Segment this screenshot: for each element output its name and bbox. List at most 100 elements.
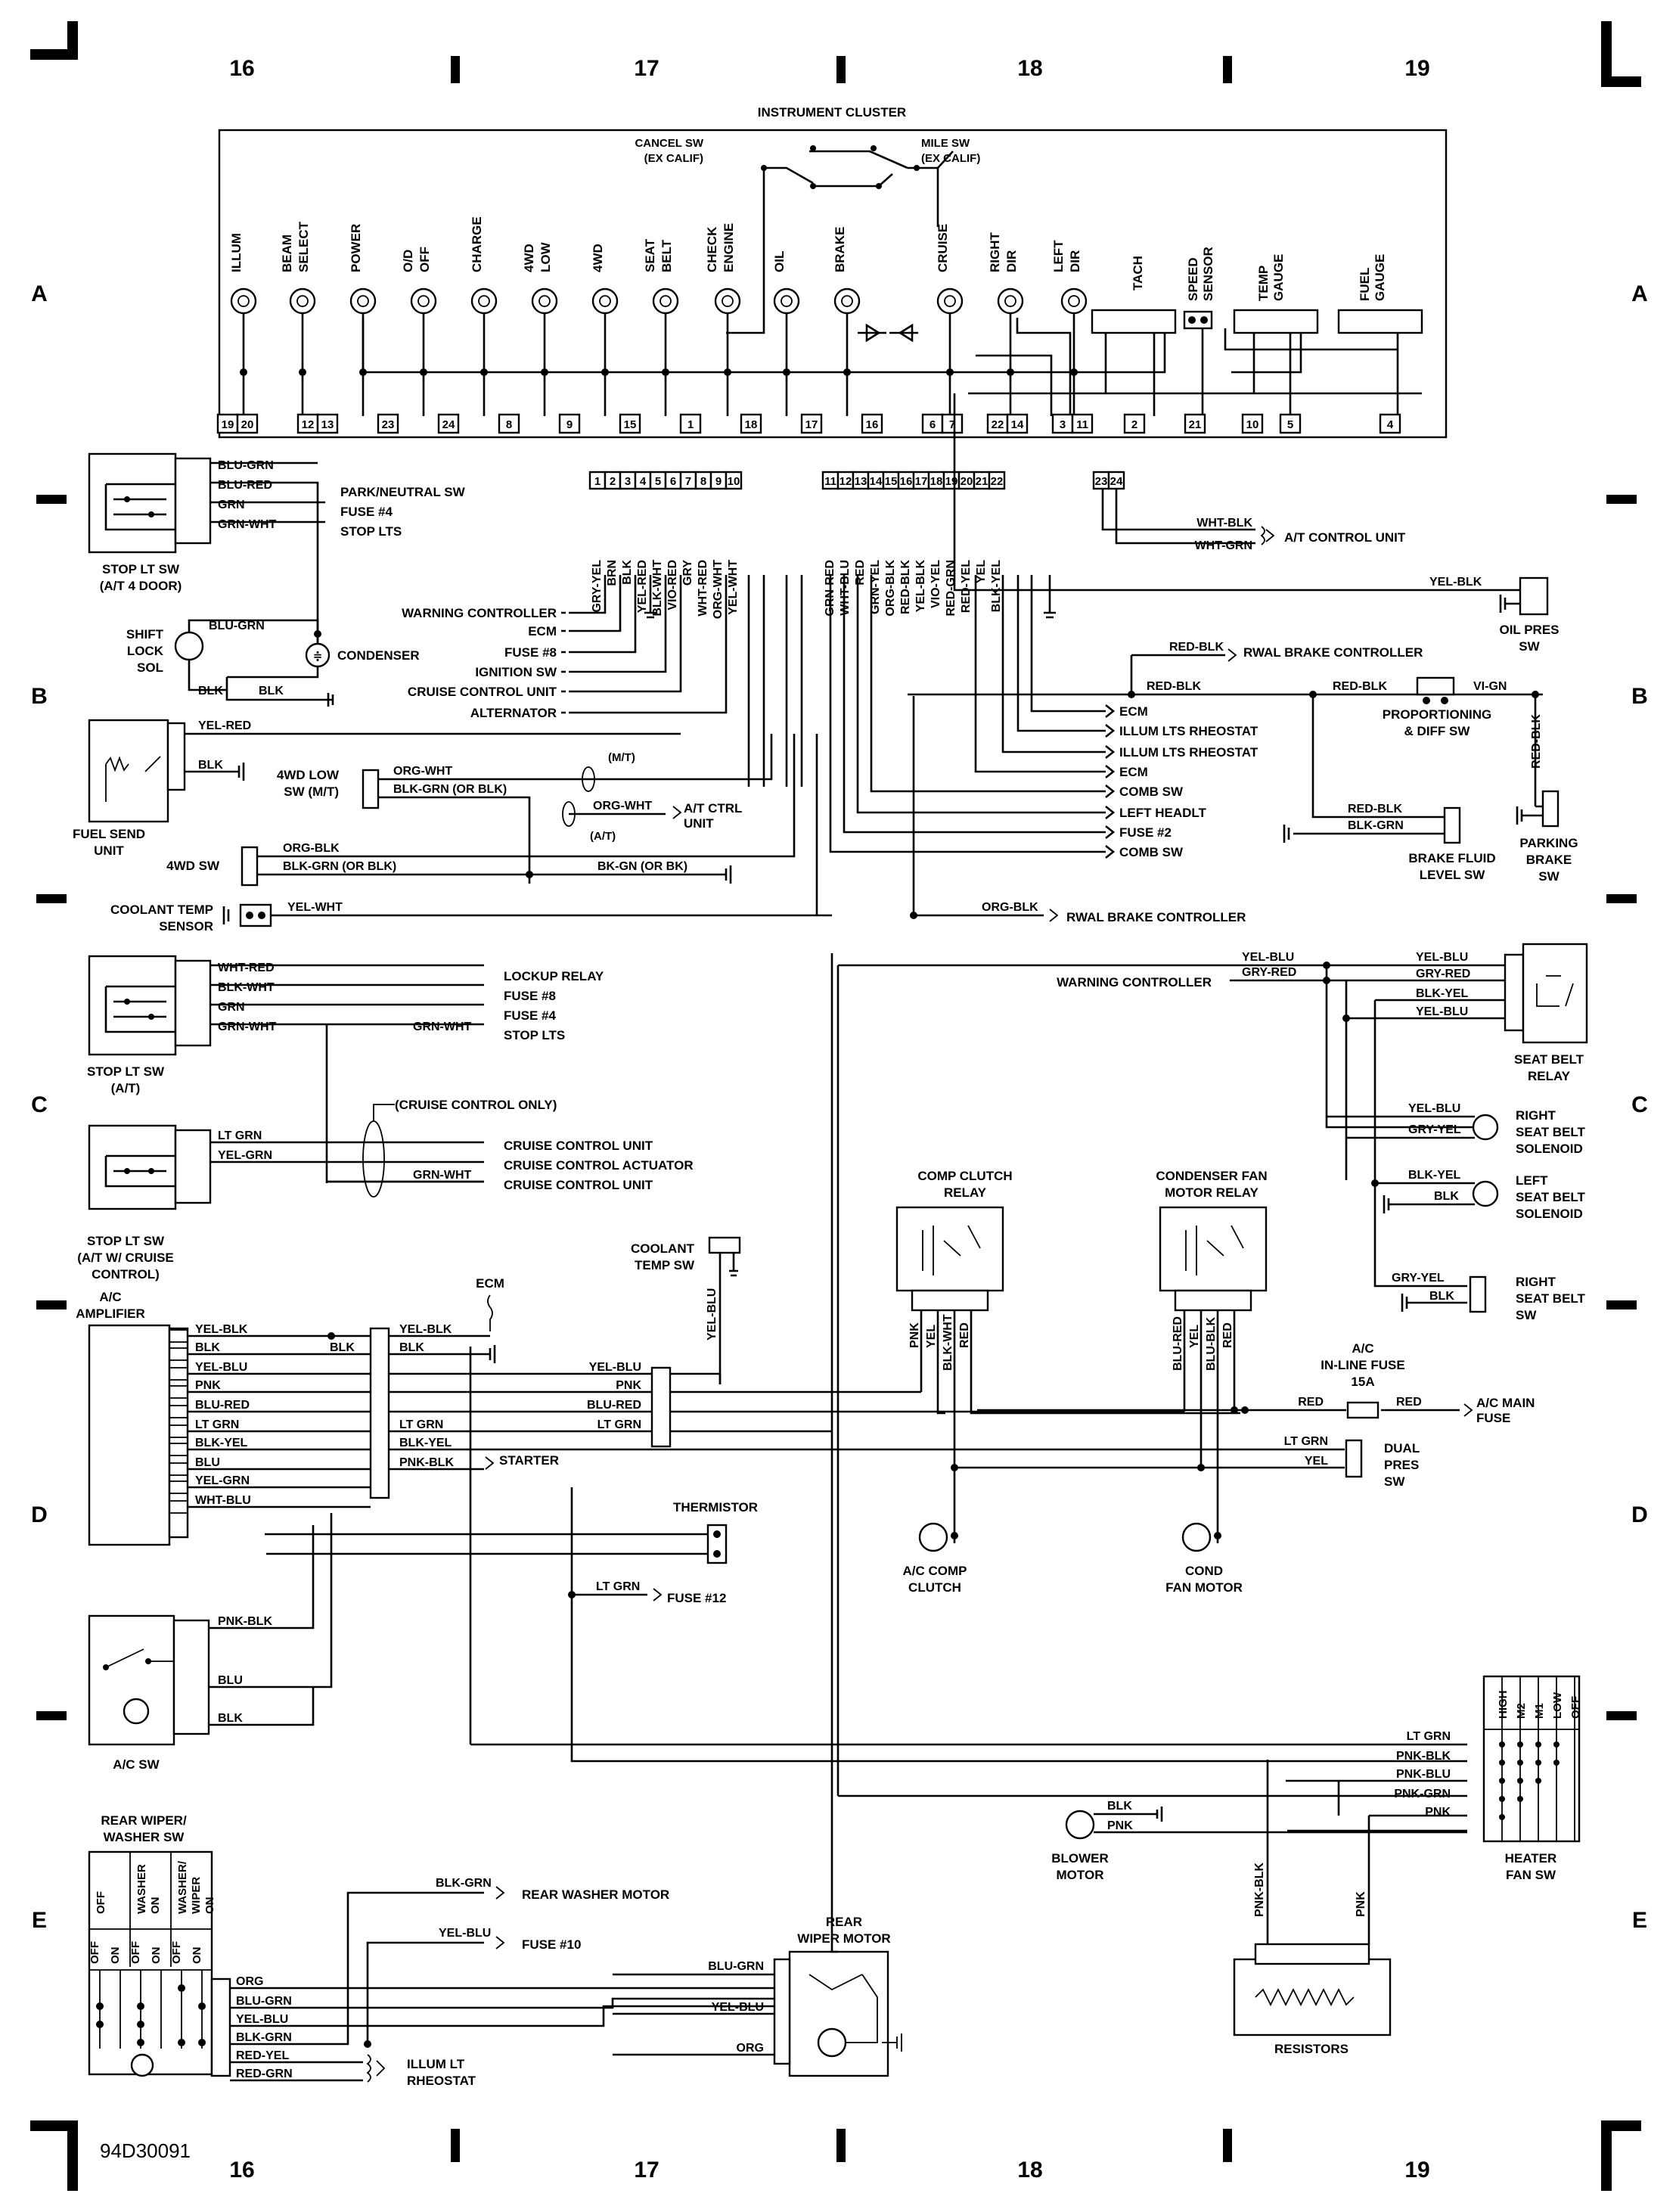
heater-contact	[1499, 1796, 1505, 1802]
stop-lt-sw-title: STOP LT SW	[102, 562, 180, 576]
pin-box	[1071, 413, 1094, 434]
heater-contact	[1499, 1814, 1505, 1820]
lamp-bulb	[349, 287, 377, 315]
pin-box	[498, 413, 520, 434]
col-label-bottom: 18	[1017, 2158, 1042, 2182]
wire-label: YEL-GRN	[218, 1149, 272, 1162]
wire-label: RED-BLK	[1348, 803, 1402, 816]
wire-label: RED-BLK	[1333, 680, 1387, 693]
pin-number: 21	[1189, 418, 1202, 431]
coolant-temp-sensor: YEL-WHT COOLANT TEMP SENSOR	[110, 734, 832, 934]
wire-label: BLK-WHT	[942, 1314, 954, 1371]
ground-icon	[1044, 575, 1056, 619]
pin-number: 19	[222, 418, 234, 431]
cruise-actuator-label: CRUISE CONTROL ACTUATOR	[504, 1158, 694, 1173]
connector-pin	[725, 471, 743, 490]
coolant-sensor-title: COOLANT TEMP	[110, 903, 213, 917]
dest-wire	[561, 575, 637, 654]
wire-label: GRY-YEL	[1392, 1272, 1445, 1285]
wire-label: BLK-GRN	[236, 2031, 292, 2044]
parking-brake-title: SW	[1538, 869, 1560, 884]
col-label-bottom: 19	[1404, 2158, 1429, 2182]
wire-label: BLK	[330, 1341, 355, 1354]
pin-box	[377, 413, 399, 434]
wire-label: RED	[1298, 1396, 1324, 1409]
wire-label: VIO-RED	[666, 560, 679, 610]
lamp-filament	[357, 295, 369, 307]
temp-gauge-label: TEMP	[1256, 266, 1271, 301]
heater-position-label: HIGH	[1497, 1691, 1510, 1720]
lamp-bulb	[531, 287, 558, 315]
lamp-filament	[659, 295, 672, 307]
lamp-label: POWER	[349, 224, 363, 272]
cond-fan-title: COND	[1185, 1564, 1223, 1578]
rwal-brake-controller-label2: RWAL BRAKE CONTROLLER	[1066, 910, 1246, 924]
pin-number: 14	[1011, 418, 1024, 431]
pin-box	[1279, 413, 1302, 434]
wire-label: BLK-YEL	[195, 1437, 248, 1449]
pin-box	[1379, 413, 1401, 434]
dest-wire	[870, 575, 1116, 799]
diode-icon	[858, 323, 918, 343]
wiper-contact	[198, 2039, 206, 2046]
heater-contact	[1517, 1760, 1523, 1766]
fuel-send-unit: YEL-RED BLK FUEL SEND UNIT	[73, 719, 681, 858]
cruise-only-label: (CRUISE CONTROL ONLY)	[395, 1098, 557, 1112]
pin-number: 1	[687, 418, 694, 431]
svg-text:≑: ≑	[313, 650, 323, 663]
ac-fuse-title: A/C	[1352, 1341, 1373, 1356]
heater-position-label: OFF	[1569, 1696, 1582, 1719]
pin-number: 3	[1060, 418, 1066, 431]
row-label-left: E	[32, 1908, 47, 1933]
rear-wiper-motor-title: REAR	[826, 1915, 862, 1929]
wiper-sub-label: OFF	[170, 1941, 183, 1964]
lamp-filament	[296, 295, 309, 307]
wiper-sub-label: ON	[150, 1947, 163, 1965]
at-label: (A/T)	[590, 830, 616, 843]
heater-contact	[1535, 1760, 1541, 1766]
mid-destination-label: ECM	[1119, 765, 1148, 779]
lamp-bulb	[591, 287, 619, 315]
lamp-bulb	[410, 287, 437, 315]
comp-relay-title: COMP CLUTCH	[917, 1169, 1012, 1183]
mid-destination-label: ECM	[1119, 704, 1148, 719]
wire-label: YEL-WHT	[727, 560, 740, 615]
tach-gauge	[1091, 309, 1177, 334]
wiper-sub-label: OFF	[129, 1941, 142, 1964]
lamp-bulb	[652, 287, 679, 315]
lamp-bulb	[714, 287, 741, 315]
fuel-gauge-label2: GAUGE	[1373, 254, 1387, 301]
mid-destination-label: COMB SW	[1119, 784, 1184, 799]
right-sw-title: SW	[1516, 1308, 1537, 1322]
lamp-label: SEAT	[643, 238, 657, 272]
lamp-bulb	[230, 287, 257, 315]
pin-box	[437, 413, 460, 434]
wire-label: RED	[854, 560, 867, 586]
row-label-right: C	[1631, 1092, 1648, 1117]
seat-belt-relay-title: RELAY	[1528, 1069, 1571, 1083]
wire-label: RED-GRN	[945, 560, 957, 617]
parking-brake-title: PARKING	[1519, 836, 1578, 850]
ac-main-fuse-label: A/C MAIN	[1476, 1396, 1535, 1410]
wire-label: BLK-YEL	[1416, 987, 1469, 1000]
wiper-contact	[96, 2021, 104, 2028]
wire-label: LT GRN	[596, 1580, 640, 1593]
col-label-top: 17	[634, 56, 659, 81]
lamp-label: CRUISE	[936, 224, 950, 272]
resistors-title: RESISTORS	[1274, 2042, 1348, 2056]
wire-label: PNK	[195, 1379, 221, 1392]
pin-number: 10	[1246, 418, 1259, 431]
wire-label: BRN	[606, 560, 619, 586]
fuse10-label: FUSE #10	[522, 1937, 581, 1952]
pin-number: 5	[1287, 418, 1293, 431]
pin-number: 23	[382, 418, 395, 431]
wiper-col-label: OFF	[95, 1891, 107, 1914]
pin-number: 2	[1131, 418, 1137, 431]
ac-comp-clutch-title: A/C COMP	[903, 1564, 967, 1578]
connector-pin-number: 10	[728, 475, 740, 488]
lamp-filament	[599, 295, 611, 307]
mid-destination-label: COMB SW	[1119, 845, 1184, 859]
pin-box	[941, 413, 964, 434]
wiper-contact	[137, 2021, 144, 2028]
